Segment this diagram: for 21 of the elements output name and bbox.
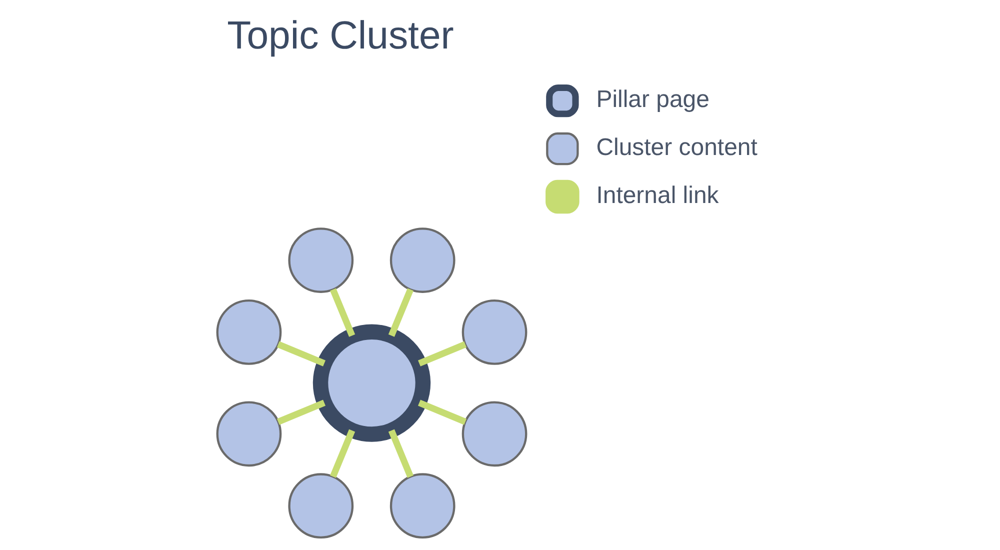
node-circle [216,401,282,467]
connector [417,341,466,366]
node-circle [389,473,455,539]
node-circle [389,228,455,293]
node-circle [312,324,430,442]
node-circle [461,300,527,365]
connector [417,400,466,425]
legend-label: Cluster content [596,134,757,161]
node-circle [461,401,527,467]
connector [276,400,326,425]
node-circle [216,300,282,365]
legend-label: Internal link [596,182,718,209]
connector [276,341,326,366]
connector [388,429,414,478]
diagram-title: Topic Cluster [226,13,454,58]
connector [329,288,355,337]
node-circle [288,228,354,293]
connector [329,429,355,478]
connector [388,288,414,337]
legend-label: Pillar page [596,86,709,113]
node-circle [288,473,354,539]
